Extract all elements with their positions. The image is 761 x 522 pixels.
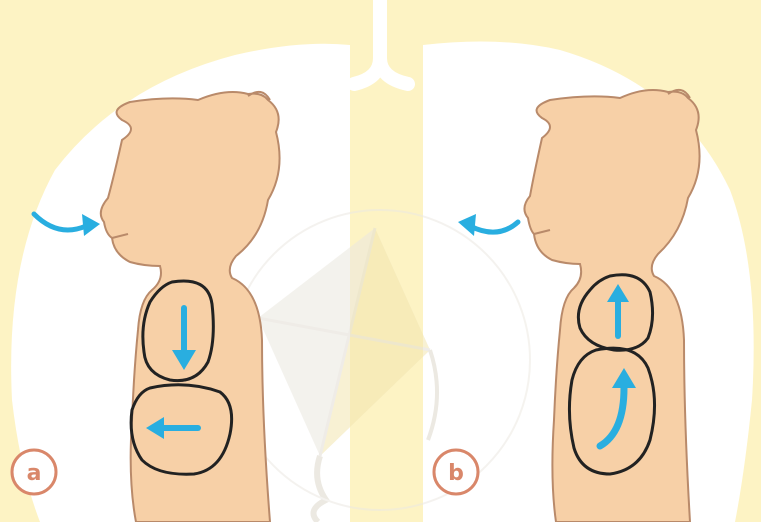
panel-label-a: a (12, 450, 56, 494)
panel-label-a-text: a (27, 461, 42, 486)
panel-label-b: b (434, 450, 478, 494)
panel-label-b-text: b (448, 461, 464, 486)
